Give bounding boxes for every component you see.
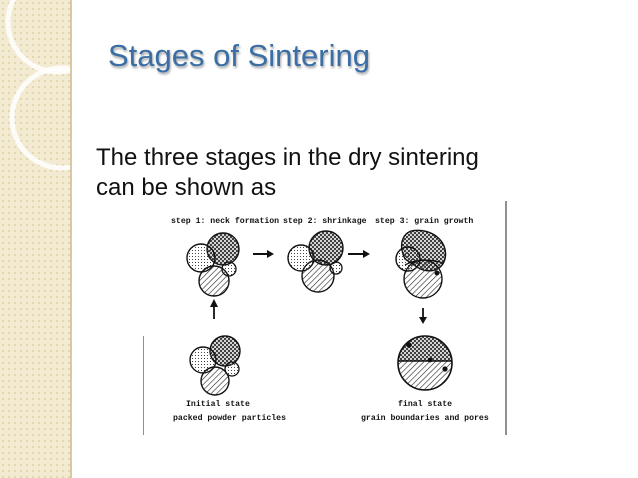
circle-ornament-icon xyxy=(5,0,70,171)
sidebar-divider xyxy=(70,0,72,478)
arrow-right-icon xyxy=(348,250,370,258)
step3-label: step 3: grain growth xyxy=(375,216,473,226)
body-line-2: can be shown as xyxy=(96,174,277,201)
grain-growth-particles xyxy=(395,229,447,299)
final-state-grain xyxy=(397,335,453,391)
slide-body: The three stages in the dry sintering ca… xyxy=(96,143,616,203)
shrinkage-particles xyxy=(287,230,344,293)
sintering-diagram: step 1: neck formation step 2: shrinkage… xyxy=(143,201,507,435)
body-line-1: The three stages in the dry sintering xyxy=(96,144,479,171)
decorative-sidebar xyxy=(0,0,70,478)
final-state-label: final state xyxy=(398,399,452,409)
sintering-diagram-svg: step 1: neck formation step 2: shrinkage… xyxy=(143,201,507,435)
slide-title: Stages of Sintering xyxy=(108,38,370,73)
step2-label: step 2: shrinkage xyxy=(283,216,367,226)
initial-state-particles xyxy=(189,335,241,396)
initial-state-label: Initial state xyxy=(186,399,250,409)
neck-formation-particles xyxy=(186,232,240,297)
arrow-up-icon xyxy=(210,299,218,319)
initial-state-caption: packed powder particles xyxy=(173,413,286,423)
arrow-right-icon xyxy=(253,250,274,258)
arrow-down-icon xyxy=(419,308,427,324)
step1-label: step 1: neck formation xyxy=(171,216,279,226)
final-state-caption: grain boundaries and pores xyxy=(361,413,489,423)
